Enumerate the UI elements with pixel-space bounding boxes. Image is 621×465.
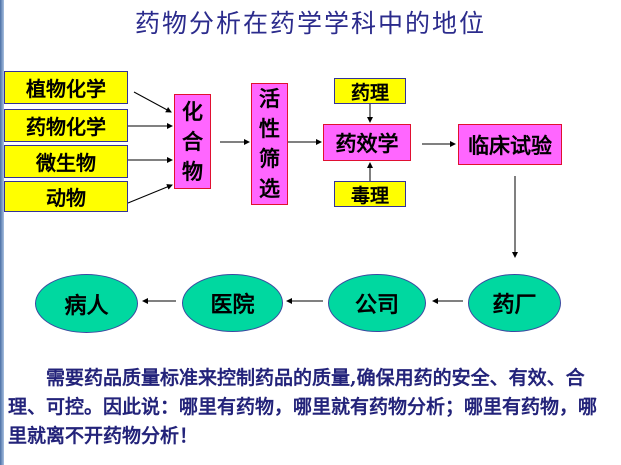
pharmacology-box: 药理 (334, 78, 406, 104)
source-plant-chemistry: 植物化学 (4, 71, 128, 104)
hospital-ellipse: 医院 (182, 274, 283, 332)
source-medicinal-chemistry: 药物化学 (4, 109, 128, 142)
conclusion-paragraph: 需要药品质量标准来控制药品的质量,确保用药的安全、有效、合理、可控。因此说：哪里… (8, 367, 598, 447)
slide-title: 药物分析在药学学科中的地位 (134, 9, 486, 38)
pharmacodynamics-box: 药效学 (323, 124, 411, 161)
compound-box: 化合物 (174, 94, 211, 189)
patient-ellipse: 病人 (35, 274, 138, 333)
toxicology-box: 毒理 (334, 181, 406, 207)
clinical-trial-box: 临床试验 (458, 124, 562, 165)
activity-screening-box: 活性筛选 (251, 83, 288, 205)
arrow-animal-to-compound (127, 184, 173, 204)
activity-screening-label: 活性筛选 (258, 86, 280, 201)
pharma-factory-ellipse: 药厂 (468, 274, 561, 332)
source-microbiology: 微生物 (4, 145, 128, 178)
source-animal: 动物 (4, 181, 128, 212)
arrow-plant-chem-to-compound (133, 91, 172, 113)
company-ellipse: 公司 (328, 274, 426, 332)
compound-label: 化合物 (181, 98, 203, 184)
slide-edge-strip (0, 0, 4, 465)
